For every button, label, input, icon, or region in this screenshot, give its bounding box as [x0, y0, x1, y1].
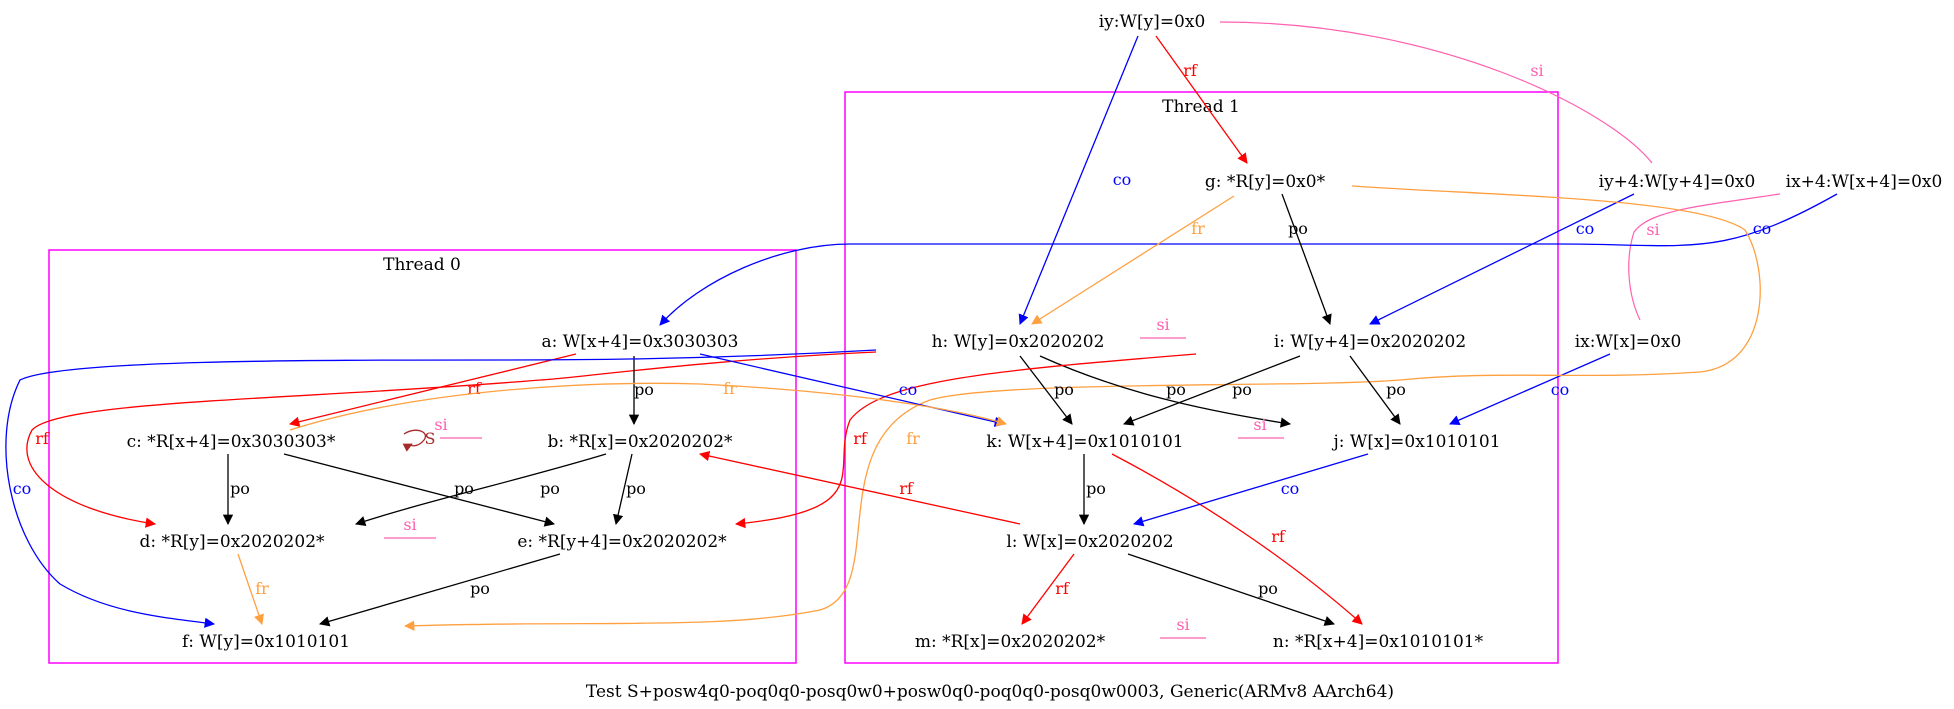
edge-label-i-d-rf: rf	[35, 429, 50, 448]
edge-label-iy-h-co: co	[1113, 170, 1132, 189]
edge-e-f-po	[319, 553, 561, 627]
node-ix4: ix+4:W[x+4]=0x0	[1786, 172, 1943, 192]
edge-label-a-k-co: co	[899, 380, 918, 399]
edge-b-e-po	[613, 453, 633, 526]
node-h: h: W[y]=0x2020202	[932, 332, 1105, 352]
edge-label-g-f-fr: fr	[906, 429, 920, 448]
edge-label-g-h-fr: fr	[1191, 219, 1205, 238]
edge-a-k-co	[699, 353, 1006, 427]
node-m: m: *R[x]=0x2020202*	[915, 632, 1106, 652]
edge-label-m-n-si: si	[1176, 615, 1189, 634]
edge-label-h-k-po: po	[1054, 380, 1074, 399]
edge-c-e-po	[283, 453, 556, 527]
cluster-thread-0-box	[48, 249, 797, 664]
edge-g-f-fr	[403, 185, 1761, 631]
cluster-thread-0-label: Thread 0	[383, 255, 461, 275]
node-a: a: W[x+4]=0x3030303	[541, 332, 738, 352]
edge-i-e-rf	[734, 353, 1197, 529]
edge-label-h-j-po: po	[1166, 380, 1186, 399]
edge-label-d-f-fr: fr	[255, 579, 269, 598]
edge-label-i-j-po: po	[1386, 380, 1406, 399]
edge-label-k-n-rf: rf	[1271, 527, 1286, 546]
node-k: k: W[x+4]=0x1010101	[986, 432, 1183, 452]
edge-label-l-b-rf: rf	[899, 479, 914, 498]
edge-iy-iy4-si	[1219, 21, 1653, 164]
edge-label-d-e-si: si	[403, 515, 416, 534]
node-ix: ix:W[x]=0x0	[1575, 332, 1682, 352]
edge-label-a-f-co: co	[13, 479, 32, 498]
edge-label-l-m-rf: rf	[1055, 579, 1070, 598]
edge-label-e-f-po: po	[470, 579, 490, 598]
node-l: l: W[x]=0x2020202	[1006, 532, 1173, 552]
node-i: i: W[y+4]=0x2020202	[1274, 332, 1466, 352]
edge-l-m-rf	[1021, 553, 1075, 625]
edge-g-h-fr	[1031, 195, 1235, 325]
edge-c-k-fr	[289, 382, 1007, 431]
edge-a-c-rf	[288, 353, 577, 427]
edge-label-iy4-i-co: co	[1576, 219, 1595, 238]
edge-iy-g-rf	[1155, 35, 1248, 164]
node-f: f: W[y]=0x1010101	[182, 632, 350, 652]
edge-label-c-d-po: po	[230, 479, 250, 498]
edge-label-c-k-fr: fr	[723, 379, 737, 398]
node-n: n: *R[x+4]=0x1010101*	[1273, 632, 1484, 652]
edge-i-d-rf	[26, 351, 877, 528]
edge-label-ix-j-co: co	[1551, 380, 1570, 399]
node-j: j: W[x]=0x1010101	[1331, 432, 1500, 452]
edge-label-l-n-po: po	[1258, 579, 1278, 598]
edge-label-i-e-rf: rf	[853, 429, 868, 448]
edge-ix4-ix-si	[1628, 193, 1781, 321]
graph-caption: Test S+posw4q0-poq0q0-posq0w0+posw0q0-po…	[586, 682, 1394, 702]
edge-label-c-c-si: si	[434, 415, 447, 434]
nodes-layer: iy:W[y]=0x0 iy+4:W[y+4]=0x0 ix+4:W[x+4]=…	[127, 12, 1943, 652]
self-loop-label: S	[425, 429, 436, 448]
edge-label-i-k-po: po	[1232, 380, 1252, 399]
edge-h-k-po	[1019, 355, 1073, 425]
edge-i-k-po	[1123, 355, 1301, 426]
cluster-thread-0: Thread 0	[48, 249, 797, 664]
edge-d-f-fr	[237, 553, 264, 625]
edge-l-b-rf	[698, 450, 1021, 525]
self-loop-arc	[402, 429, 427, 452]
edge-label-a-c-rf: rf	[467, 379, 482, 398]
edge-label-a-b-po: po	[634, 380, 654, 399]
edge-k-n-rf	[1111, 453, 1363, 625]
edge-label-k-j-si: si	[1253, 415, 1266, 434]
node-c: c: *R[x+4]=0x3030303*	[127, 432, 336, 452]
edge-ix-j-co	[1449, 353, 1611, 426]
edges-layer: si si rf co co co co fr po fr po po	[5, 21, 1838, 639]
node-iy: iy:W[y]=0x0	[1099, 12, 1206, 32]
cluster-thread-1-label: Thread 1	[1162, 97, 1240, 117]
edge-label-ix4-ix-si: si	[1646, 220, 1659, 239]
edge-h-j-po	[1039, 355, 1292, 428]
edge-label-b-e-po: po	[626, 479, 646, 498]
edge-j-l-co	[1133, 453, 1369, 527]
edge-i-j-po	[1349, 355, 1401, 425]
cluster-thread-1: Thread 1	[844, 91, 1559, 664]
edge-label-c-e-po: po	[454, 479, 474, 498]
node-e: e: *R[y+4]=0x2020202*	[517, 532, 727, 552]
edge-label-iy-g-rf: rf	[1183, 61, 1198, 80]
edge-b-d-po	[355, 453, 607, 527]
edge-label-g-i-po: po	[1288, 219, 1308, 238]
edge-ix4-a-co	[659, 193, 1838, 326]
edge-iy4-i-co	[1369, 193, 1635, 325]
node-d: d: *R[y]=0x2020202*	[139, 532, 325, 552]
edge-label-j-l-co: co	[1281, 479, 1300, 498]
node-b: b: *R[x]=0x2020202*	[547, 432, 733, 452]
edge-label-ix4-a-co: co	[1753, 219, 1772, 238]
edge-label-h-i-si: si	[1156, 315, 1169, 334]
edge-g-i-po	[1281, 193, 1332, 325]
edge-label-iy-iy4-si: si	[1530, 61, 1543, 80]
edge-label-b-d-po: po	[540, 479, 560, 498]
edge-l-n-po	[1127, 553, 1335, 626]
edge-a-f-co	[5, 349, 877, 628]
edge-label-k-l-po: po	[1086, 479, 1106, 498]
cluster-thread-1-box	[844, 91, 1559, 664]
node-g: g: *R[y]=0x0*	[1205, 172, 1326, 192]
node-iy4: iy+4:W[y+4]=0x0	[1599, 172, 1756, 192]
edge-iy-h-co	[1018, 35, 1139, 325]
